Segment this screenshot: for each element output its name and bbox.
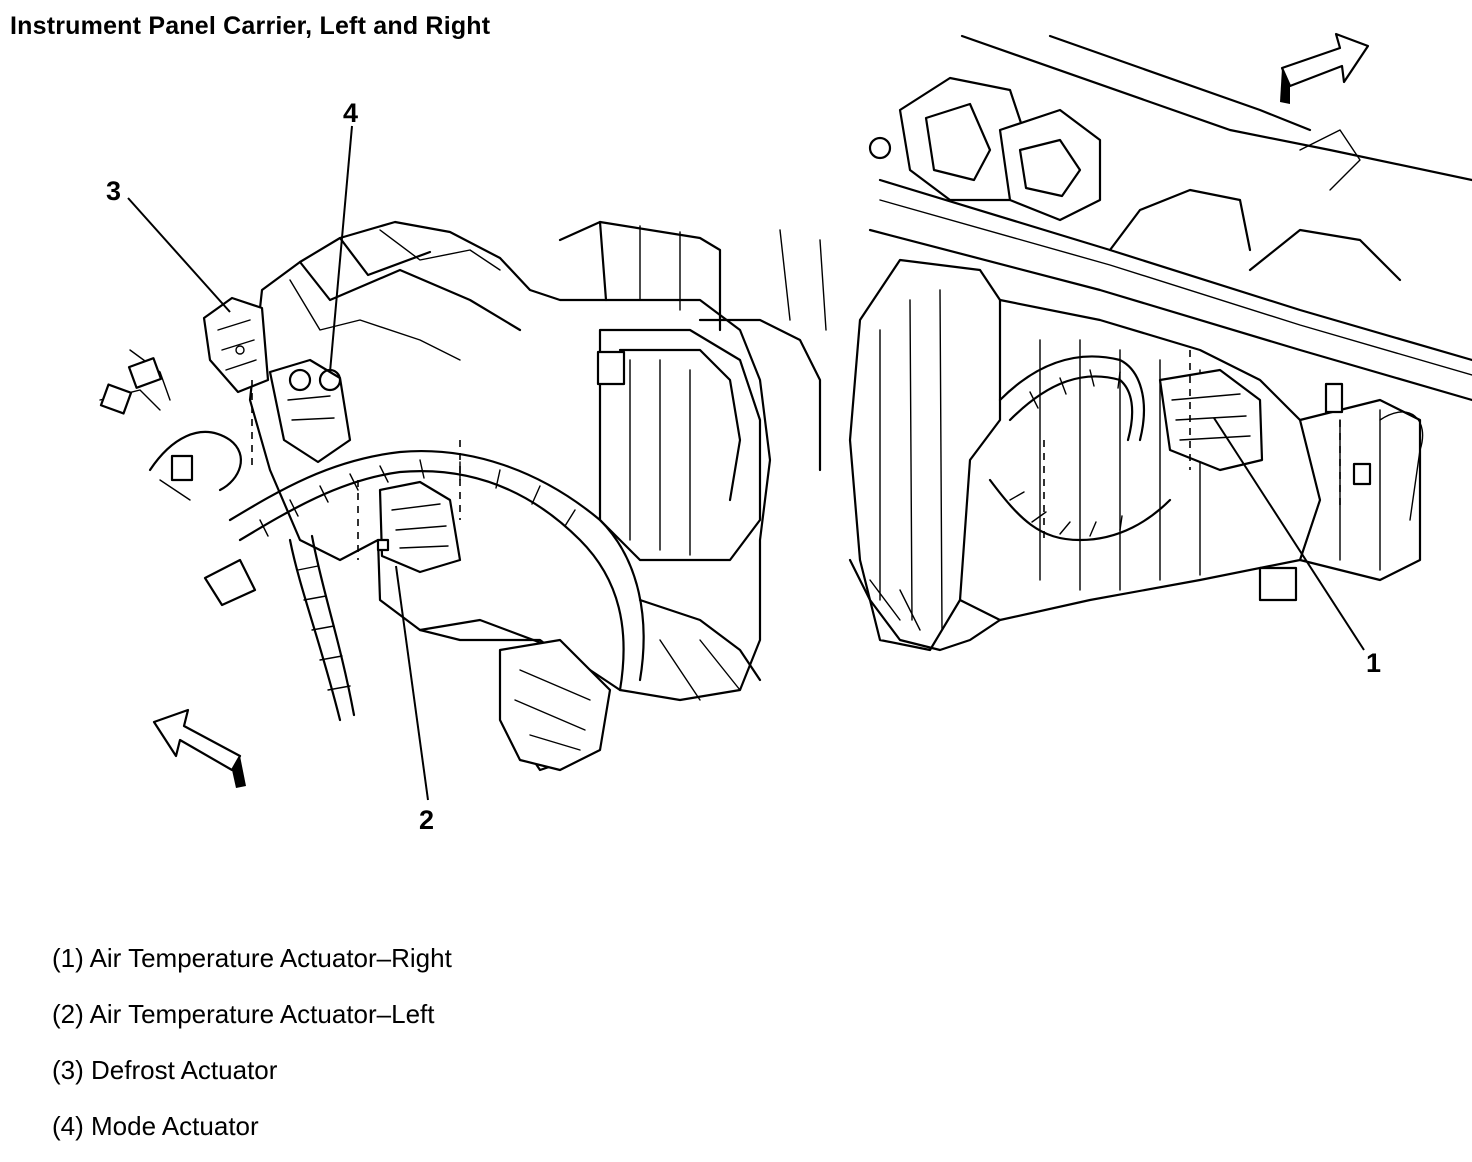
callout-2: 2 [419, 805, 434, 835]
callout-1: 1 [1366, 648, 1381, 678]
legend-item-3: (3) Defrost Actuator [52, 1055, 278, 1085]
callout-4: 4 [343, 98, 358, 128]
legend-item-4: (4) Mode Actuator [52, 1111, 259, 1141]
right-hvac-module-illustration [848, 34, 1472, 652]
diagram-title: Instrument Panel Carrier, Left and Right [10, 12, 491, 40]
leader-line-4 [329, 125, 353, 373]
legend: (1) Air Temperature Actuator–Right (2) A… [52, 938, 452, 1162]
direction-arrow-icon [1280, 32, 1370, 104]
leader-line-1 [1213, 417, 1365, 651]
leader-line-2 [395, 565, 429, 801]
leader-line-3 [127, 197, 231, 313]
callout-3: 3 [106, 176, 121, 206]
legend-item-1: (1) Air Temperature Actuator–Right [52, 943, 452, 973]
direction-arrow-icon [152, 708, 246, 788]
hvac-diagram: 4 3 2 1 [99, 32, 1472, 835]
legend-item-2: (2) Air Temperature Actuator–Left [52, 999, 435, 1029]
left-hvac-module-illustration [99, 220, 827, 772]
